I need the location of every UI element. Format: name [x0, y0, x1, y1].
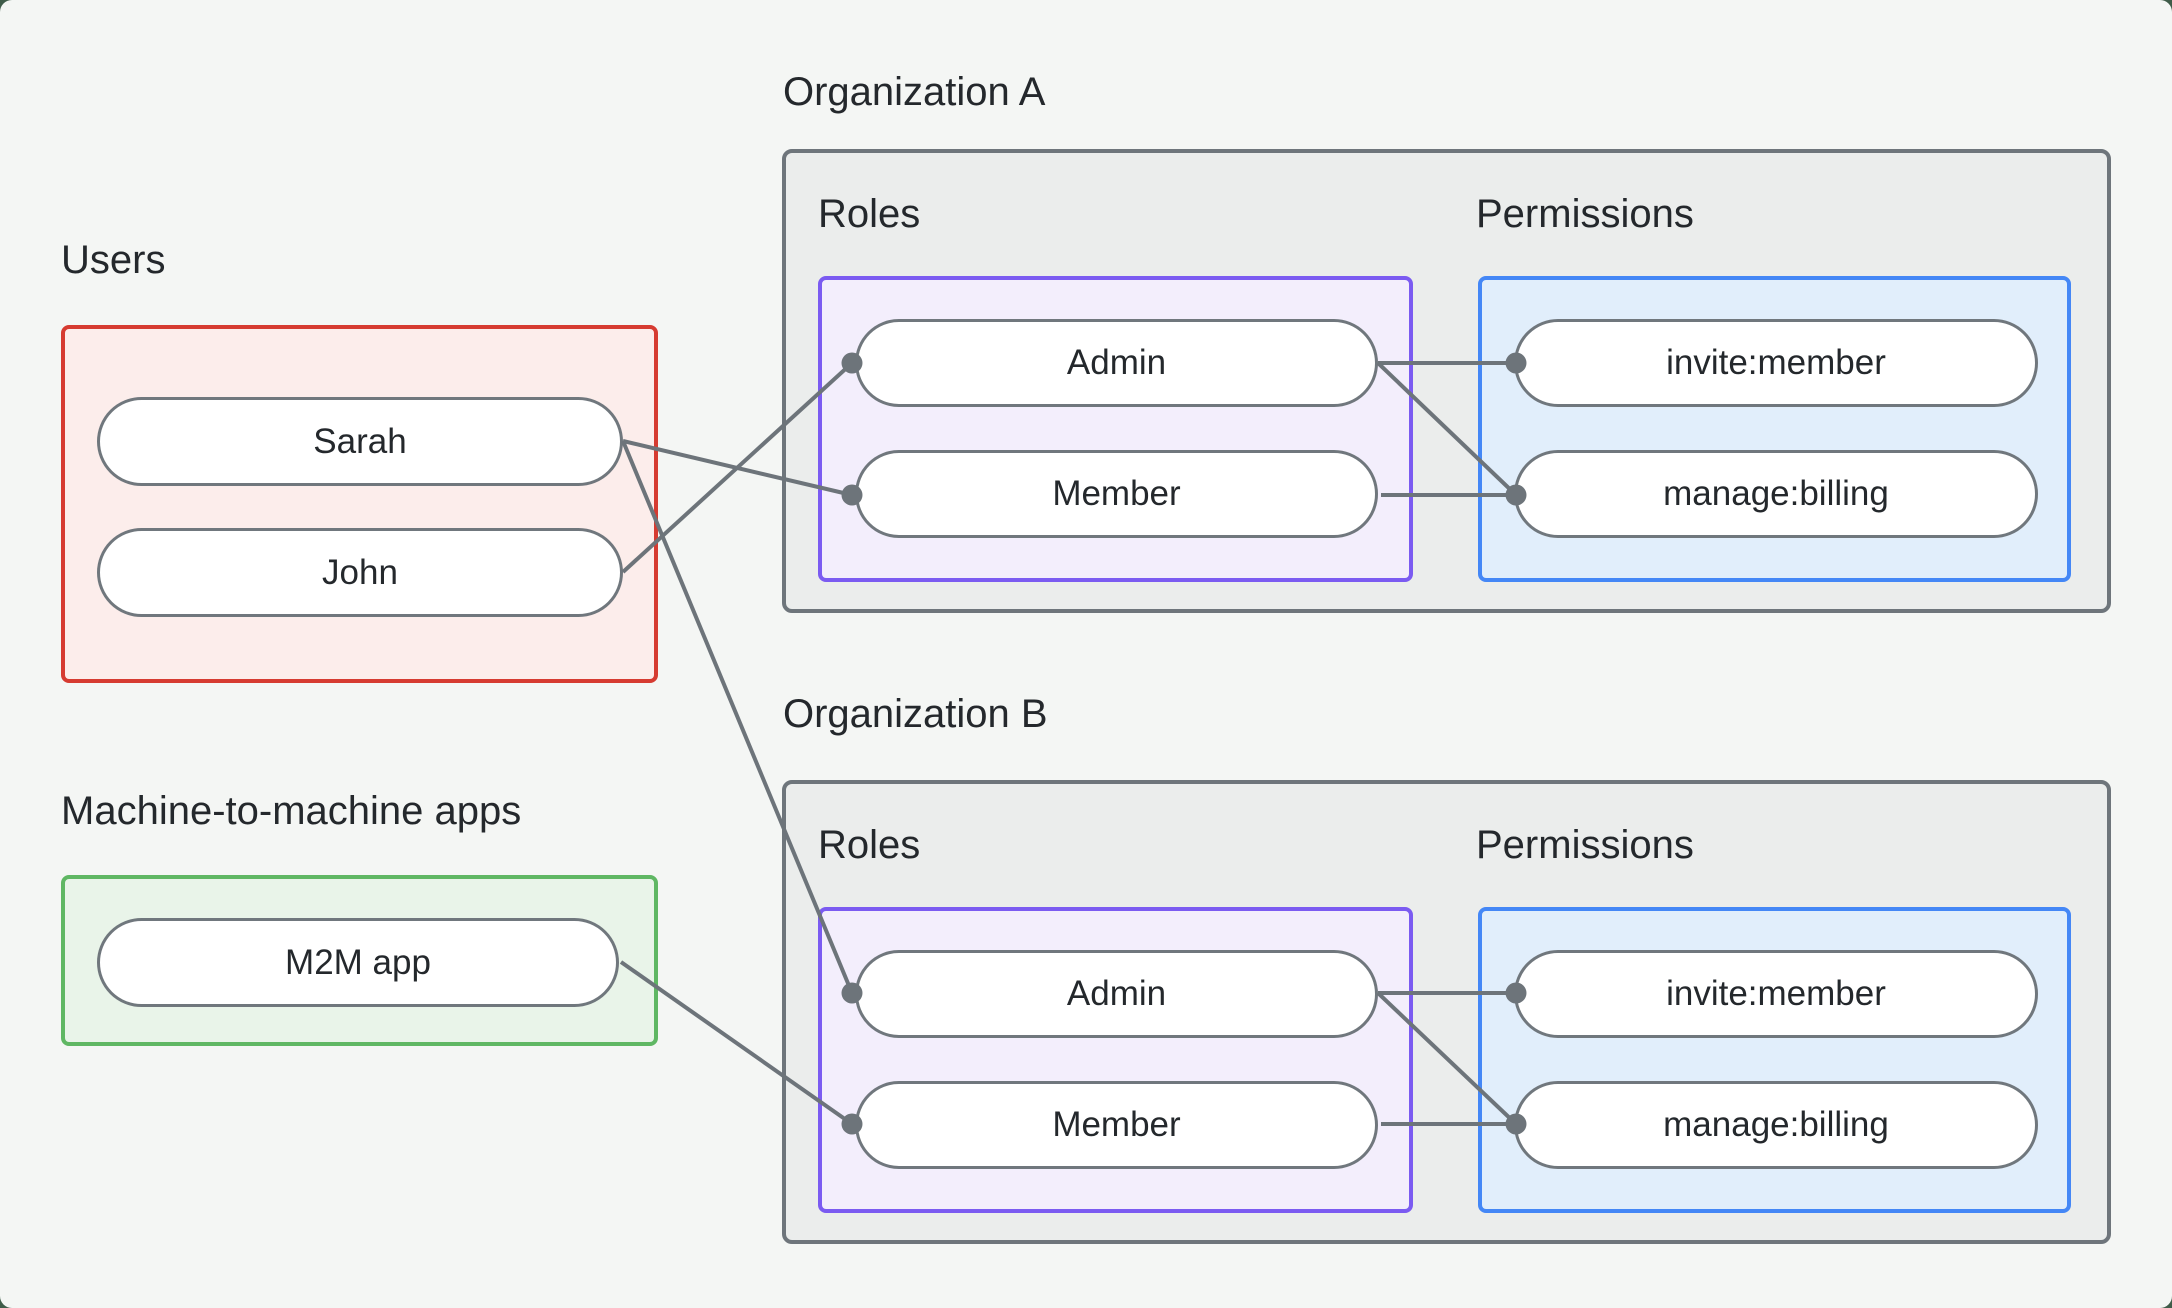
- organization-b-label: Organization B: [783, 692, 1048, 736]
- organization-a-permission-manage-billing: manage:billing: [1514, 450, 2038, 538]
- organization-b-box: Roles Permissions Admin Member invite:me…: [782, 780, 2111, 1244]
- organization-a-permissions-label: Permissions: [1476, 192, 1694, 236]
- organization-a-permissions-box: invite:member manage:billing: [1478, 276, 2071, 582]
- m2m-app-node: M2M app: [97, 918, 619, 1007]
- organization-b-permissions-box: invite:member manage:billing: [1478, 907, 2071, 1213]
- organization-b-role-admin: Admin: [855, 950, 1378, 1038]
- organization-b-permission-manage-billing: manage:billing: [1514, 1081, 2038, 1169]
- m2m-group-box: M2M app: [61, 875, 658, 1046]
- organization-a-permission-invite-member: invite:member: [1514, 319, 2038, 407]
- organization-a-roles-label: Roles: [818, 192, 921, 236]
- organization-a-role-member: Member: [855, 450, 1378, 538]
- organization-a-role-admin: Admin: [855, 319, 1378, 407]
- organization-b-permission-invite-member: invite:member: [1514, 950, 2038, 1038]
- users-group-box: Sarah John: [61, 325, 658, 683]
- organization-b-roles-box: Admin Member: [818, 907, 1413, 1213]
- m2m-section-label: Machine-to-machine apps: [61, 789, 522, 833]
- organization-a-roles-box: Admin Member: [818, 276, 1413, 582]
- organization-a-box: Roles Permissions Admin Member invite:me…: [782, 149, 2111, 613]
- organization-b-role-member: Member: [855, 1081, 1378, 1169]
- user-node-sarah: Sarah: [97, 397, 623, 486]
- user-node-john: John: [97, 528, 623, 617]
- organization-b-roles-label: Roles: [818, 823, 921, 867]
- organization-a-label: Organization A: [783, 70, 1046, 114]
- users-section-label: Users: [61, 238, 166, 282]
- organization-b-permissions-label: Permissions: [1476, 823, 1694, 867]
